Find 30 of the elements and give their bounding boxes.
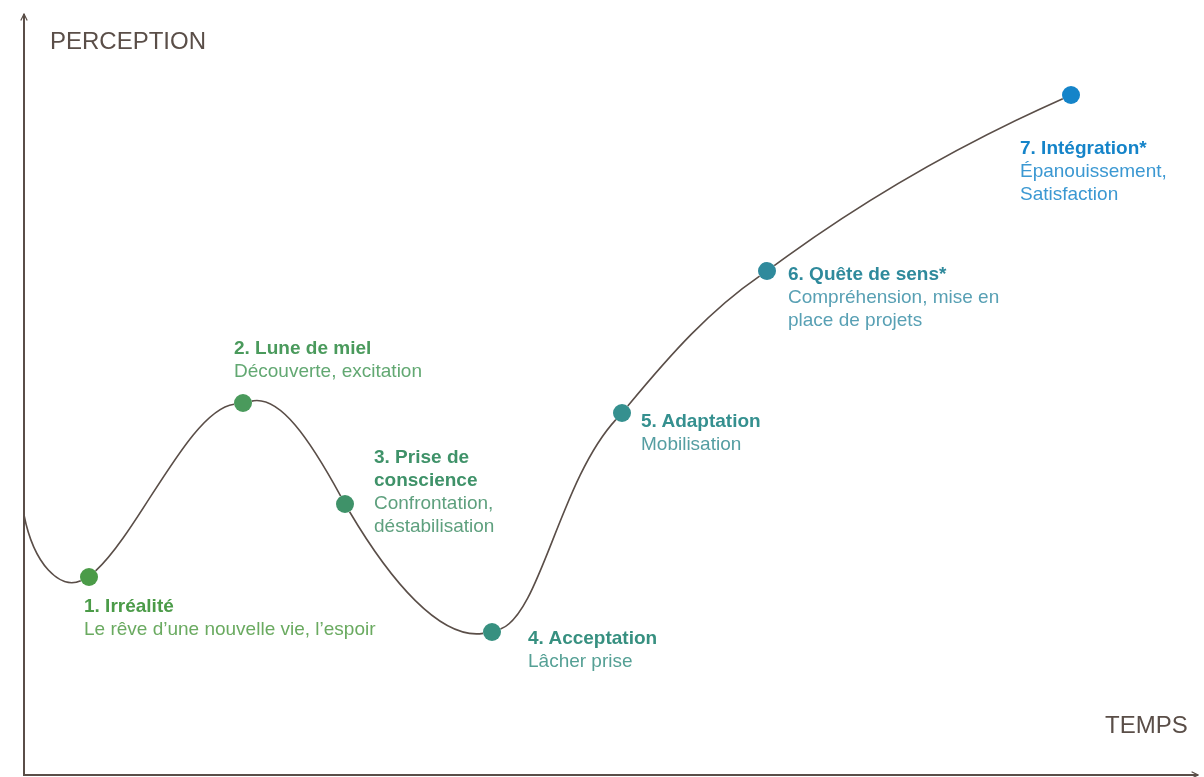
- stage-description: Compréhension, mise en place de projets: [788, 285, 1001, 331]
- curve-segment: [499, 418, 617, 630]
- stage-dot: [483, 623, 501, 641]
- stage-dot: [234, 394, 252, 412]
- curve-segment: [348, 510, 484, 635]
- stage-description: Le rêve d’une nouvelle vie, l’espoir: [84, 617, 377, 640]
- curve-segment: [94, 403, 235, 572]
- stage-title: 6. Quête de sens*: [788, 262, 948, 285]
- stage-description: Lâcher prise: [528, 649, 634, 672]
- stage-title: 1. Irréalité: [84, 594, 175, 617]
- curve-segment: [626, 275, 761, 407]
- stage-dot: [80, 568, 98, 586]
- stage-title: 2. Lune de miel: [234, 336, 373, 359]
- curve-segment: [251, 399, 342, 497]
- curve-segment: [773, 97, 1064, 267]
- stage-dot: [336, 495, 354, 513]
- stage-title: 5. Adaptation: [641, 409, 762, 432]
- stage-dot: [613, 404, 631, 422]
- stage-dot: [758, 262, 776, 280]
- stage-dot: [1062, 86, 1080, 104]
- stage-description: Mobilisation: [641, 432, 743, 455]
- axis-label: TEMPS: [1105, 711, 1188, 739]
- stage-title: 7. Intégration*: [1020, 136, 1148, 159]
- stage-title: 3. Prise de conscience: [374, 445, 479, 491]
- stage-title: 4. Acceptation: [528, 626, 659, 649]
- stage-description: Confrontation, déstabilisation: [374, 491, 496, 537]
- axis-label: PERCEPTION: [50, 27, 207, 55]
- stage-description: Épanouissement, Satisfaction: [1020, 159, 1168, 205]
- curve-segment: [23, 514, 82, 584]
- stage-description: Découverte, excitation: [234, 359, 423, 382]
